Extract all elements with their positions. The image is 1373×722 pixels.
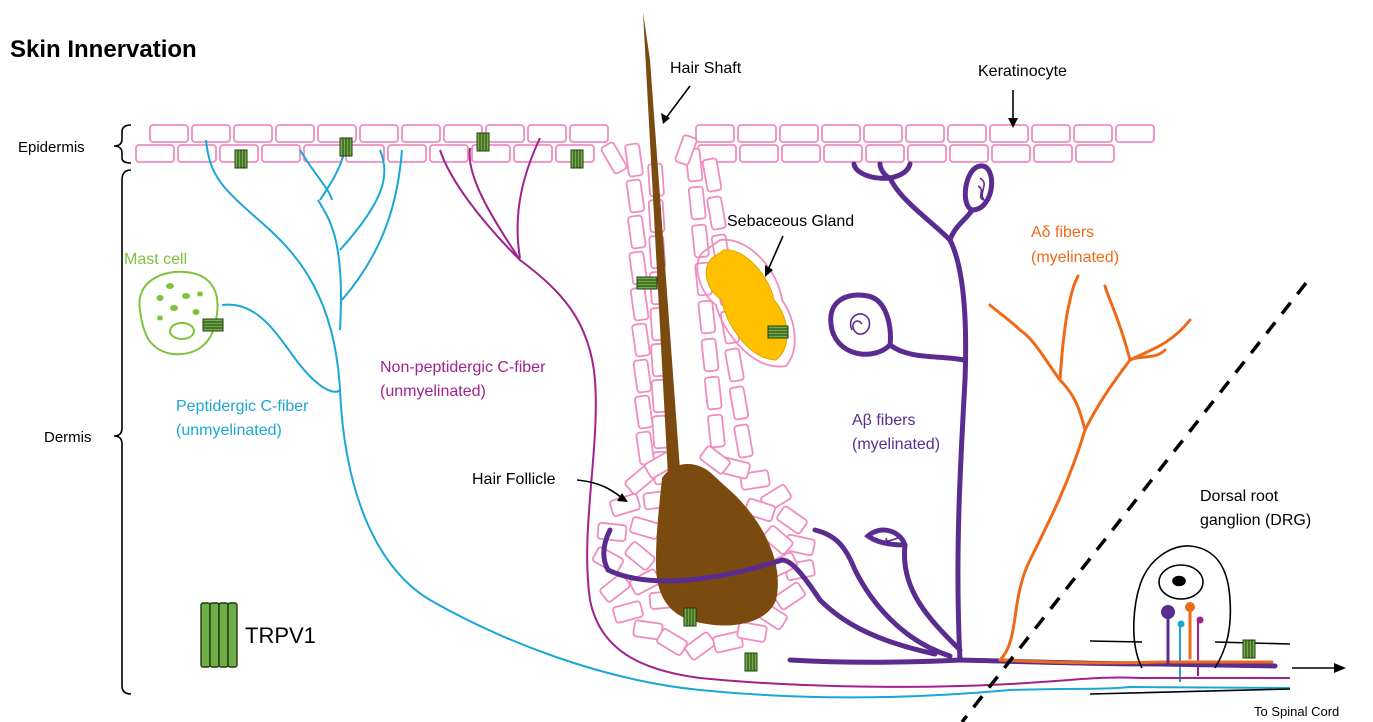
dermis-label: Dermis [44,429,92,446]
drg-label-line1: Dorsal root [1200,488,1279,505]
follicle-cell [635,395,653,429]
keratinocyte-cell [948,125,986,142]
follicle-cell [689,186,706,219]
adelta-label-line2: (myelinated) [1031,249,1119,266]
nonpeptidergic-label-line2: (unmyelinated) [380,383,486,400]
keratinocyte-cell [570,125,608,142]
follicle-cell [630,287,648,321]
keratinocyte-cell [822,125,860,142]
follicle-cell [707,196,726,230]
follicle-cell [624,541,656,571]
keratinocyte-cell [1034,145,1072,162]
keratinocyte-cell [696,125,734,142]
abeta-label-line1: Aβ fibers [852,412,915,429]
keratinocyte-cell [486,125,524,142]
keratinocyte-cell [738,125,776,142]
trpv1-legend-label: TRPV1 [245,623,316,648]
epidermis-label: Epidermis [18,139,85,156]
mast-cell-label: Mast cell [124,251,187,268]
keratinocyte-cell [192,125,230,142]
keratinocyte-cell [992,145,1030,162]
keratinocyte-cell [824,145,862,162]
drg-label-line2: ganglion (DRG) [1200,512,1311,529]
trpv1-channel [768,326,788,338]
trpv1-channel [235,150,247,168]
trpv1-channel [340,138,352,156]
follicle-cell [698,300,715,333]
keratinocyte-cell [262,145,300,162]
follicle-cell [600,142,627,175]
keratinocyte-cell [1032,125,1070,142]
keratinocyte-layer [136,125,1154,162]
follicle-cell [609,493,640,516]
keratinocyte-cell [150,125,188,142]
follicle-cell [705,376,722,409]
keratinocyte-cell [388,145,426,162]
trpv1-channel [1243,640,1255,658]
abeta-label-line2: (myelinated) [852,436,940,453]
hair-follicle-label: Hair Follicle [472,471,556,488]
follicle-cell [692,224,709,257]
keratinocyte-cell [950,145,988,162]
keratinocyte-cell [864,125,902,142]
keratinocyte-cell [780,125,818,142]
trpv1-channel [637,277,657,289]
nonpeptidergic-label-line1: Non-peptidergic C-fiber [380,359,546,376]
follicle-cell [701,338,718,371]
keratinocyte-cell [990,125,1028,142]
hair-shaft-label: Hair Shaft [670,60,742,77]
dermis-bracket [114,170,131,694]
keratinocyte-label: Keratinocyte [978,63,1067,80]
keratinocyte-cell [402,125,440,142]
keratinocyte-cell [908,145,946,162]
keratinocyte-cell [304,145,342,162]
keratinocyte-cell [740,145,778,162]
keratinocyte-cell [234,125,272,142]
follicle-cell [684,631,716,660]
trpv1-channel [571,150,583,168]
follicle-cell [729,386,748,420]
adelta-label-line1: Aδ fibers [1031,224,1094,241]
trpv1-channel [477,133,489,151]
trpv1-channel [203,319,223,331]
follicle-cell [725,348,744,382]
trpv1-legend-icon [201,603,237,667]
follicle-cell [632,323,650,357]
follicle-cell [633,359,651,393]
peptidergic-label-line2: (unmyelinated) [176,422,282,439]
to-spinal-cord-arrow [1292,663,1346,673]
keratinocyte-cell [1074,125,1112,142]
keratinocyte-cell [528,125,566,142]
follicle-cell [625,143,643,177]
follicle-cell [656,628,688,656]
diagram-title: Skin Innervation [10,36,197,63]
peptidergic-label-line1: Peptidergic C-fiber [176,398,309,415]
follicle-cell [626,179,644,213]
trpv1-channel [684,608,696,626]
keratinocyte-cell [782,145,820,162]
follicle-cell [734,424,753,458]
mast-cell [139,272,217,354]
follicle-cell [702,158,721,192]
keratinocyte-cell [1076,145,1114,162]
follicle-cell [629,516,660,539]
keratinocyte-cell [276,125,314,142]
epidermis-bracket [114,125,131,163]
trpv1-channel [745,653,757,671]
follicle-cell [776,505,808,534]
keratinocyte-cell [866,145,904,162]
keratinocyte-cell [444,125,482,142]
keratinocyte-cell [906,125,944,142]
follicle-cell [708,414,725,447]
follicle-cell [628,215,646,249]
keratinocyte-cell [1116,125,1154,142]
sebaceous-gland-label: Sebaceous Gland [727,213,854,230]
follicle-cell [774,582,806,611]
keratinocyte-cell [430,145,468,162]
to-spinal-cord-label: To Spinal Cord [1254,704,1339,719]
keratinocyte-cell [136,145,174,162]
follicle-cell [597,523,627,542]
keratinocyte-cell [360,125,398,142]
